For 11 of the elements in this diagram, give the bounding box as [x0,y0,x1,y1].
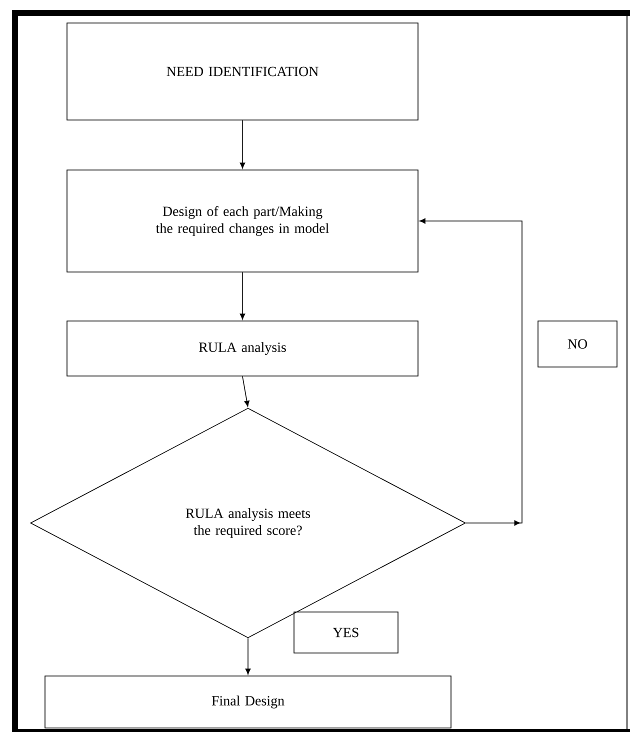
arrow [245,638,251,675]
process-box: RULA analysis [66,320,418,376]
answer-box: YES [294,612,398,654]
arrow [419,218,522,526]
arrow [240,272,246,320]
answer-box: NO [538,320,618,368]
process-box: Design of each part/Making the required changes in model [66,170,418,272]
arrow [240,120,246,169]
terminal-box: Final Design [44,676,452,728]
arrow [242,376,250,407]
process-box: NEED IDENTIFICATION [66,22,418,120]
